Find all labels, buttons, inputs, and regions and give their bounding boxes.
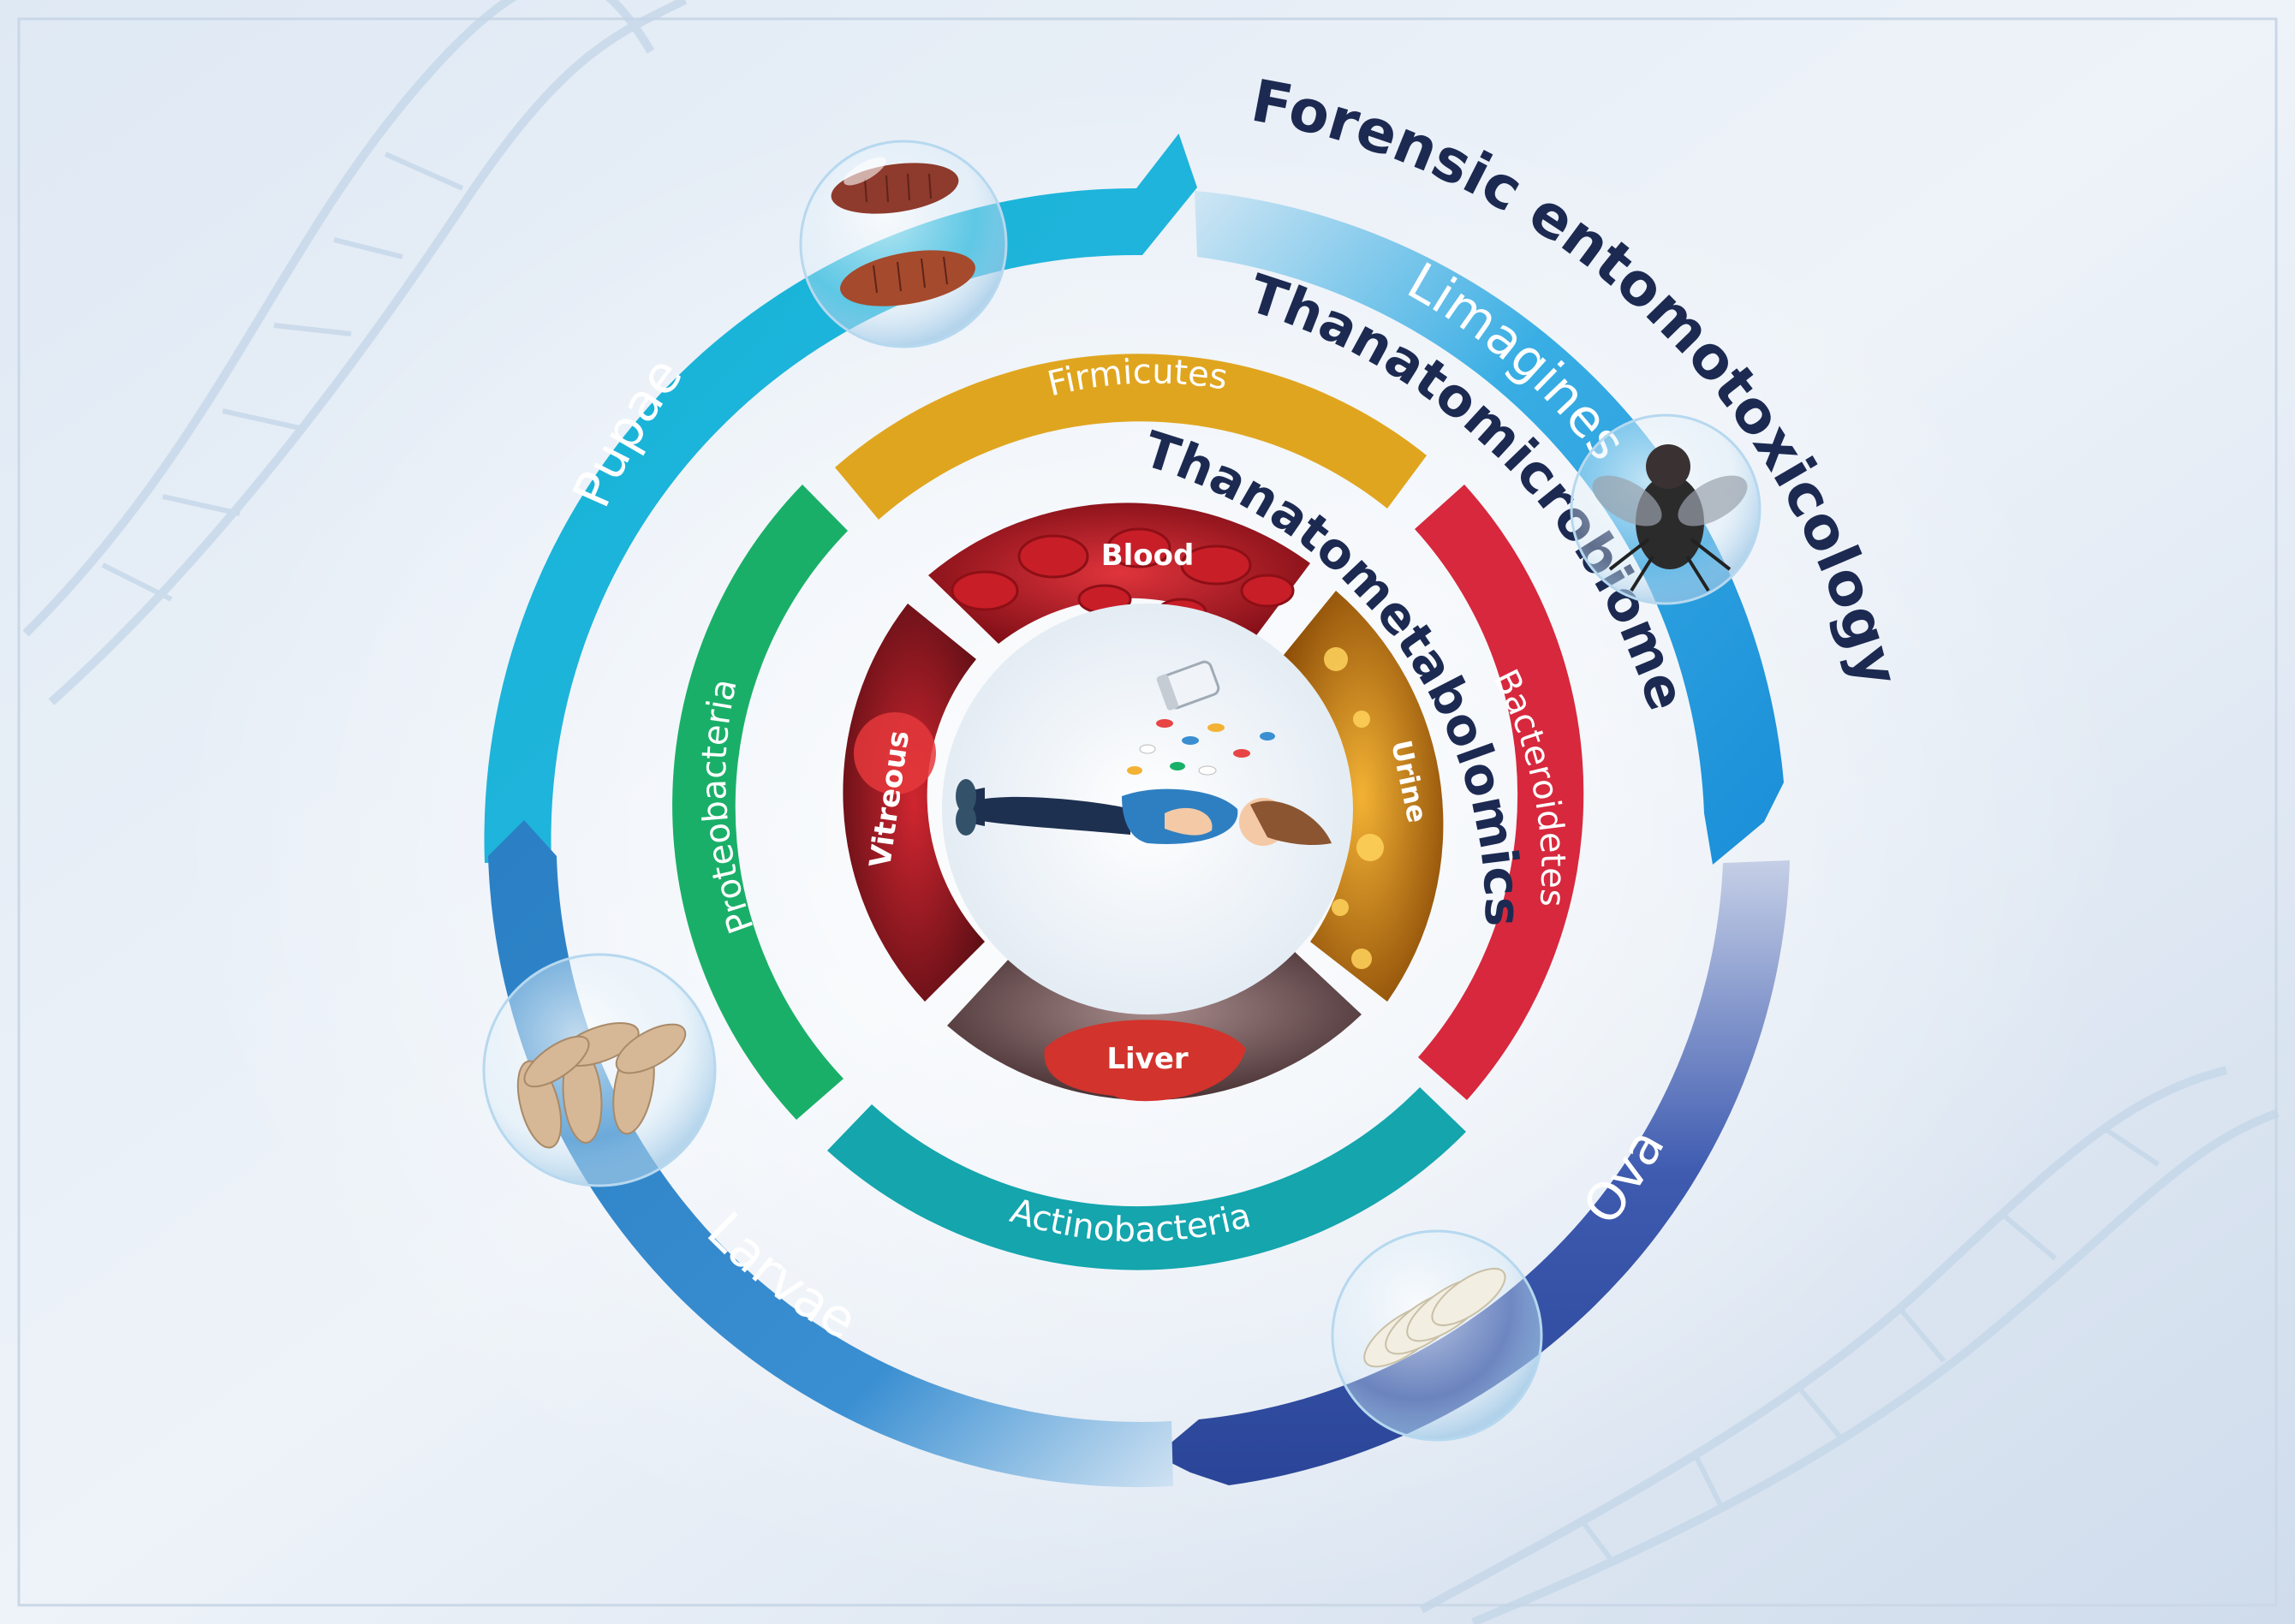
sample-urine-segment <box>1280 591 1444 1002</box>
pills <box>1127 719 1275 776</box>
larvae-bubble <box>482 953 717 1187</box>
sample-liver-label: Liver <box>1106 1042 1189 1076</box>
bacteria-actinobacteria-segment <box>827 1087 1466 1270</box>
eggs-bubble <box>1331 1229 1543 1442</box>
sample-blood-segment <box>928 503 1310 644</box>
eggs-image <box>1363 1267 1506 1368</box>
larvae-image <box>516 1022 687 1149</box>
bacteria-bacteroidetes-segment <box>1415 485 1584 1100</box>
pupae-bubble <box>799 140 1008 348</box>
person-with-pills-image <box>956 660 1332 846</box>
bacteria-proteobacteria-segment <box>672 485 848 1120</box>
dna-helix-bottom-right <box>1419 1066 2280 1624</box>
dna-helix-top-left <box>22 0 688 705</box>
adult-fly-bubble <box>1570 413 1761 605</box>
pill-bottle <box>1156 660 1220 711</box>
bacteria-firmicutes-segment <box>835 354 1427 520</box>
sample-ring: Blood Urine Liver Vitreous <box>843 503 1444 1102</box>
eye-image <box>854 712 936 794</box>
sample-blood-label: Blood <box>1101 538 1195 573</box>
liver-image <box>1044 1020 1246 1102</box>
blood-cells-image <box>951 527 1295 627</box>
sample-vitreous-segment <box>843 604 985 1002</box>
adult-fly-image <box>1592 444 1748 592</box>
